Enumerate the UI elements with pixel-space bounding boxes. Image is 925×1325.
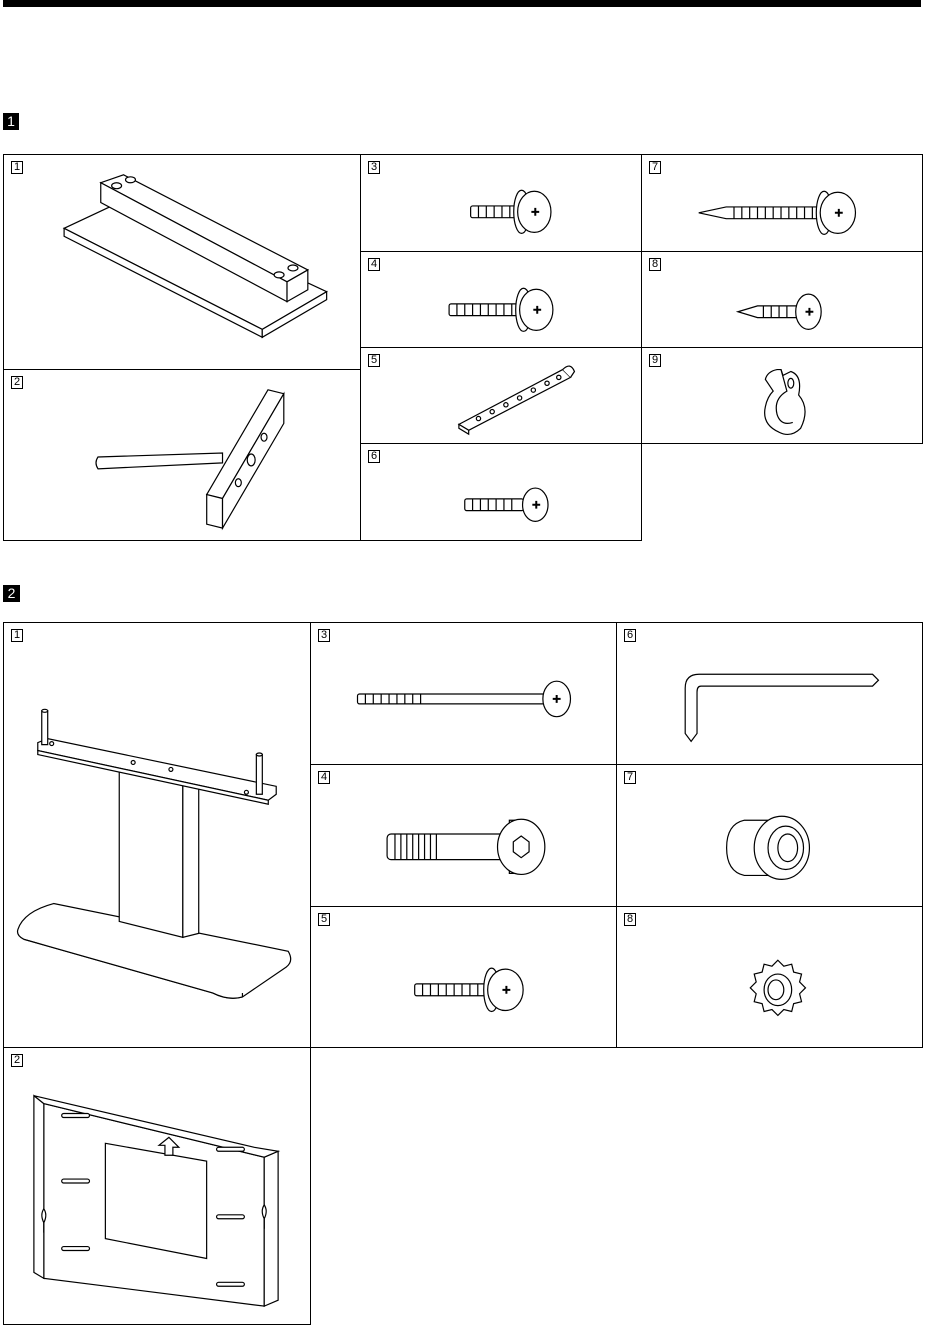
s1-part-9-cell: 9 <box>641 347 923 444</box>
s2-wall-bracket-illustration <box>4 1048 310 1324</box>
s1-part-8-cell: 8 <box>641 251 923 348</box>
s2-part-6-cell: 6 <box>616 622 923 765</box>
s1-metal-strip-illustration <box>361 348 641 443</box>
s1-part-4-cell: 4 <box>360 251 642 348</box>
s2-long-bolt-illustration <box>311 623 616 764</box>
s1-part-1-cell: 1 <box>3 154 361 370</box>
s1-screw-6-illustration <box>361 444 641 540</box>
s1-wood-screw-7-illustration <box>642 155 922 251</box>
section-2-marker: 2 <box>3 585 20 602</box>
s1-part-7-cell: 7 <box>641 154 923 252</box>
s2-part-1-cell: 1 <box>3 622 311 1048</box>
s2-toothed-washer-illustration <box>617 907 922 1047</box>
s2-part-5-cell: 5 <box>310 906 617 1048</box>
s1-screw-4-illustration <box>361 252 641 347</box>
s2-part-4-cell: 4 <box>310 764 617 907</box>
s1-part-6-cell: 6 <box>360 443 642 541</box>
s2-part-8-cell: 8 <box>616 906 923 1048</box>
s1-wood-screw-8-illustration <box>642 252 922 347</box>
s2-screw-5-illustration <box>311 907 616 1047</box>
page-header-bar <box>3 0 921 7</box>
s1-screw-3-illustration <box>361 155 641 251</box>
s1-support-bar-illustration <box>4 370 360 540</box>
s1-cable-clamp-illustration <box>642 348 922 443</box>
s2-part-2-cell: 2 <box>3 1047 311 1325</box>
s1-pedestal-base-illustration <box>4 155 360 369</box>
s2-hex-key-illustration <box>617 623 922 764</box>
s2-part-7-cell: 7 <box>616 764 923 907</box>
s1-part-3-cell: 3 <box>360 154 642 252</box>
s1-part-5-cell: 5 <box>360 347 642 444</box>
s2-pedestal-stand-illustration <box>4 623 310 1047</box>
s2-hex-bolt-illustration <box>311 765 616 906</box>
s2-part-3-cell: 3 <box>310 622 617 765</box>
s2-spacer-illustration <box>617 765 922 906</box>
s1-part-2-cell: 2 <box>3 369 361 541</box>
section-1-marker: 1 <box>3 113 19 130</box>
